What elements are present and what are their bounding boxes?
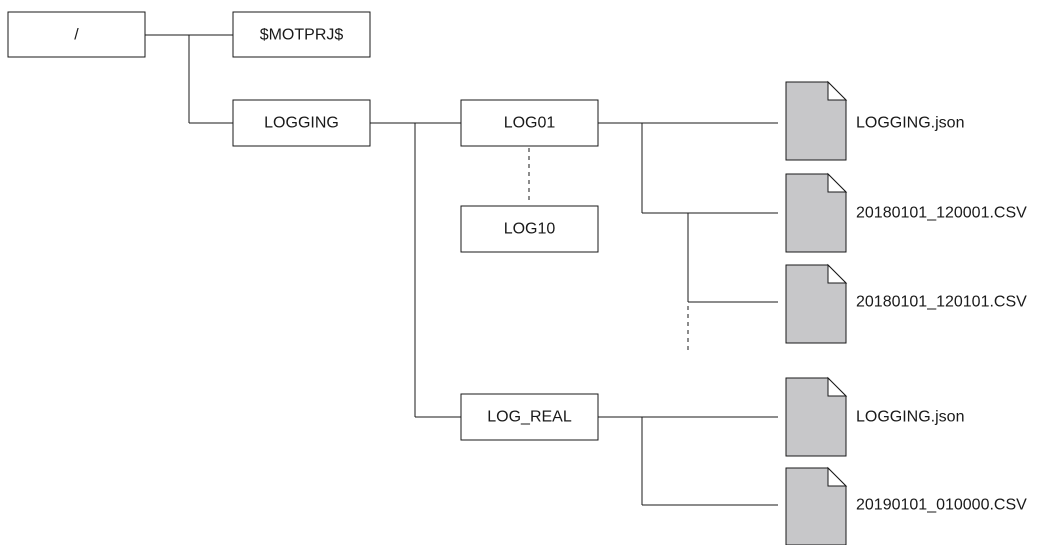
- folder-log-real-label: LOG_REAL: [487, 409, 572, 426]
- file-log01-csv-1[interactable]: 20180101_120001.CSV: [785, 172, 1027, 253]
- folder-motprj-label: $MOTPRJ$: [260, 27, 344, 44]
- folder-logging-label: LOGGING: [264, 115, 339, 132]
- folder-log10-label: LOG10: [504, 221, 556, 238]
- file-log-real-csv[interactable]: 20190101_010000.CSV: [785, 466, 1027, 545]
- file-log-real-csv-label: 20190101_010000.CSV: [856, 497, 1027, 514]
- file-log01-csv-2[interactable]: 20180101_120101.CSV: [785, 263, 1027, 344]
- file-log01-settings[interactable]: LOGGING.json: [785, 80, 964, 161]
- folder-log01[interactable]: LOG01: [460, 99, 599, 147]
- folder-logging[interactable]: LOGGING: [232, 99, 371, 147]
- document-icon: [785, 80, 848, 161]
- tree-connectors: [145, 34, 778, 506]
- folder-root-label: /: [74, 27, 79, 44]
- file-log-real-settings[interactable]: LOGGING.json: [785, 376, 964, 457]
- document-icon: [785, 376, 848, 457]
- folder-log01-label: LOG01: [504, 115, 556, 132]
- folder-log-real[interactable]: LOG_REAL: [460, 393, 599, 441]
- folder-motprj[interactable]: $MOTPRJ$: [232, 11, 371, 58]
- file-log-real-settings-label: LOGGING.json: [856, 409, 964, 426]
- document-icon: [785, 263, 848, 344]
- file-log01-settings-label: LOGGING.json: [856, 115, 964, 132]
- folder-root[interactable]: /: [7, 11, 146, 58]
- folder-log10[interactable]: LOG10: [460, 205, 599, 253]
- document-icon: [785, 172, 848, 253]
- file-log01-csv-2-label: 20180101_120101.CSV: [856, 294, 1027, 311]
- document-icon: [785, 466, 848, 545]
- file-log01-csv-1-label: 20180101_120001.CSV: [856, 205, 1027, 222]
